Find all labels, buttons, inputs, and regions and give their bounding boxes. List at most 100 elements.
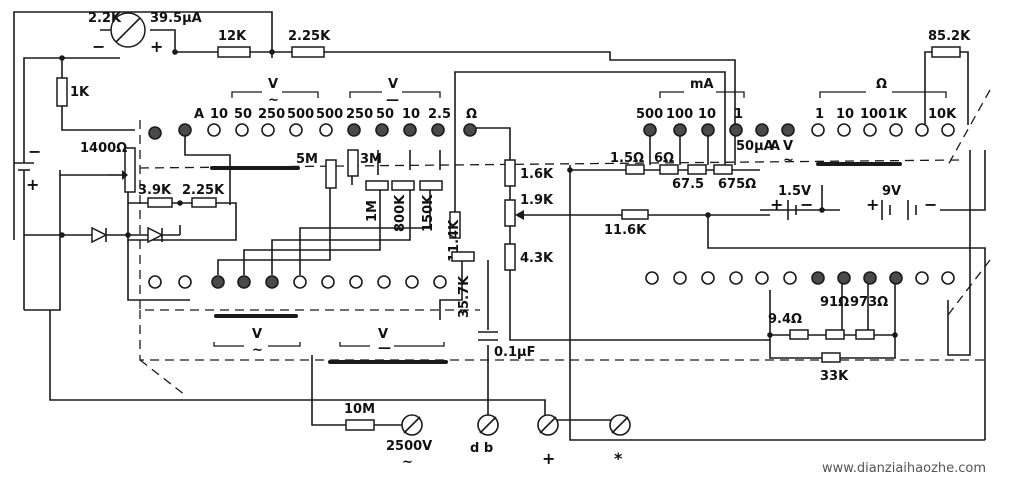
shunt-1-5-label: 1.5Ω [610,151,644,166]
ohm-range-3: 1K [888,107,908,122]
right-lower-jack-3[interactable] [701,271,715,285]
battery-9v-minus: − [924,195,937,214]
right-lower-jack-12[interactable] [941,271,955,285]
jack-ma-1[interactable] [729,123,743,137]
jack-ma-100[interactable] [673,123,687,137]
lower-jack-1[interactable] [211,275,225,289]
battery-1-5v-plus: + [770,195,783,214]
jack-dc-500[interactable] [319,123,333,137]
right-lower-jack-8[interactable] [837,271,851,285]
jack-v-ac[interactable] [781,123,795,137]
resistor-800k [391,180,415,191]
resistor-150k-label: 150K [421,194,436,232]
resistor-5m-label: 5M [296,152,318,167]
jack-ma-10[interactable] [701,123,715,137]
jack-dc-2-5[interactable] [431,123,445,137]
left-mode-jack-2[interactable] [178,275,192,289]
resistor-5m [325,159,337,189]
v-label-right: V [783,139,793,154]
terminal-common-label: * [614,449,623,468]
v-dc-range-4: 2.5 [428,107,451,122]
capacitor-label: 0.1μF [494,345,535,360]
diode-2 [147,226,164,244]
shunt-675 [713,164,733,175]
lower-jack-4[interactable] [293,275,307,289]
jack-ma-500[interactable] [643,123,657,137]
jack-ac-10[interactable] [207,123,221,137]
right-lower-jack-4[interactable] [729,271,743,285]
potentiometer-label: 1400Ω [80,141,127,156]
resistor-2-25k-top [291,46,325,58]
top-resistors: 12K 2.25K 85.2K [217,29,971,58]
battery-1-5v-label: 1.5V [778,184,811,199]
ohm-range-4: 10K [928,107,957,122]
right-lower-jack-11[interactable] [915,271,929,285]
bottom-v-ac-sub: ~ [252,343,263,358]
resistor-4-3k-label: 4.3K [520,251,554,266]
jack-ohm-wiper[interactable] [941,123,955,137]
low-ohm-resistors: 9.4Ω 91Ω 973Ω 33K [767,295,898,384]
jack-dc-50[interactable] [375,123,389,137]
resistor-10m-label: 10M [344,402,375,417]
lower-jack-row [211,271,955,289]
right-lower-jack-10[interactable] [889,271,903,285]
jack-dc-10[interactable] [403,123,417,137]
meter-plus-label: + [150,37,163,56]
shunt-6 [659,164,679,175]
terminal-2500v-sub: ~ [402,455,413,470]
jack-a[interactable] [178,123,192,137]
lower-jack-5[interactable] [321,275,335,289]
resistor-12k-label: 12K [218,29,247,44]
jack-ohm-1k[interactable] [889,123,903,137]
meter-minus-label: − [92,37,105,56]
lower-jack-6[interactable] [349,275,363,289]
jack-ohm-10k[interactable] [915,123,929,137]
lower-jack-7[interactable] [377,275,391,289]
right-lower-jack-5[interactable] [755,271,769,285]
resistor-4-3k [504,243,516,271]
batteries: 1.5V + − 9V + − [705,184,937,220]
right-lower-jack-2[interactable] [673,271,687,285]
jack-ohm-10[interactable] [837,123,851,137]
ma-range-0: 500 [636,107,663,122]
lower-jack-9[interactable] [433,275,447,289]
resistor-1m [365,180,389,191]
jack-ohm-100[interactable] [863,123,877,137]
potentiometer-1400 [124,147,136,193]
resistor-12k [217,46,251,58]
jack-ohm-1[interactable] [811,123,825,137]
lower-jack-2[interactable] [237,275,251,289]
lower-jack-3[interactable] [265,275,279,289]
right-lower-jack-6[interactable] [783,271,797,285]
resistor-2-25k-left-label: 2.25K [182,183,225,198]
resistor-85-2k [931,46,961,58]
v-dc-range-1: 250 [346,107,373,122]
jack-ac-50[interactable] [235,123,249,137]
v-dc-sub: — [386,93,399,108]
left-mode-jack[interactable] [148,275,162,289]
right-lower-jack-7[interactable] [811,271,825,285]
right-lower-jack-1[interactable] [645,271,659,285]
jack-50ua[interactable] [755,123,769,137]
jack-ac-500[interactable] [289,123,303,137]
ohm-jack-label: Ω [466,107,477,122]
shunt-67-5 [687,164,707,175]
lower-jack-8[interactable] [405,275,419,289]
resistor-1-6k-label: 1.6K [520,167,554,182]
bottom-v-dc-label: V [378,327,388,342]
a-label: A [194,107,204,122]
jack-ac-250[interactable] [261,123,275,137]
ohm-range-selector: Ω 1 10 100 1K 10K [811,77,957,166]
shunt-6-label: 6Ω [654,151,674,166]
jack-common[interactable] [148,126,162,140]
resistor-3m [347,149,359,177]
meter-resistor-label: 2.2K [88,11,122,26]
resistor-1k-label: 1K [70,85,90,100]
jack-ohm[interactable] [463,123,477,137]
right-lower-jack-9[interactable] [863,271,877,285]
jack-dc-250[interactable] [347,123,361,137]
resistor-9-4-label: 9.4Ω [768,312,802,327]
ua-label: 50μA [736,139,774,154]
battery-9v-label: 9V [882,184,901,199]
v-label-right-sub: ~ [783,153,794,168]
